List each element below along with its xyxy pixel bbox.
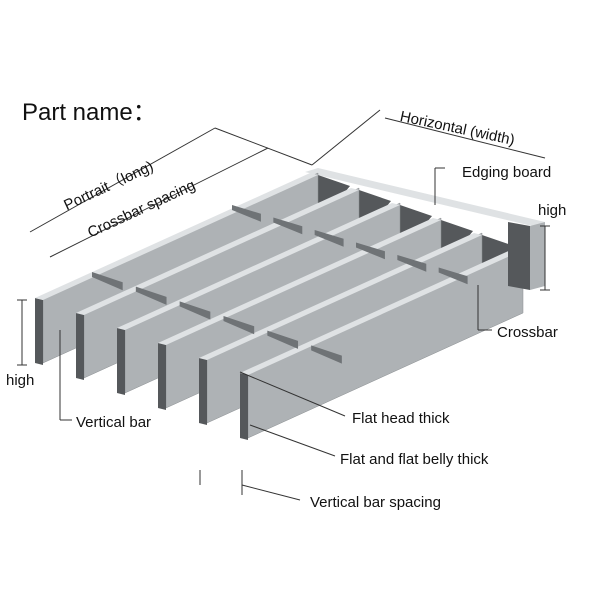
vertical-bar-end bbox=[158, 343, 166, 410]
crossbar-segment bbox=[438, 267, 468, 285]
label-edging-board: Edging board bbox=[462, 164, 552, 181]
crossbar-segment bbox=[232, 205, 261, 222]
horizontal-extension bbox=[311, 109, 381, 166]
edging-board-end bbox=[508, 222, 530, 290]
flat-belly-leader bbox=[249, 424, 336, 457]
label-flat-head-thick: Flat head thick bbox=[352, 410, 450, 427]
crossbar-segment bbox=[311, 345, 342, 364]
crossbar-segment bbox=[314, 230, 344, 247]
vertical-bar-end bbox=[76, 313, 84, 380]
vertical-bar-top bbox=[76, 188, 359, 315]
crossbar-spacing-line bbox=[49, 147, 269, 258]
vertical-bar-end bbox=[35, 298, 43, 365]
edging-board-side bbox=[530, 222, 545, 290]
crossbar-segment bbox=[273, 217, 303, 235]
crossbar-segment bbox=[397, 255, 427, 272]
vertical-bar-end bbox=[199, 358, 207, 425]
crossbar-segment bbox=[135, 286, 167, 305]
vertical-bar-end bbox=[240, 373, 248, 440]
label-high-right: high bbox=[538, 202, 567, 219]
vertical-bar-top bbox=[35, 173, 318, 300]
label-crossbar: Crossbar bbox=[497, 324, 558, 341]
spacing-leader bbox=[241, 484, 301, 501]
vertical-bar-top bbox=[240, 248, 523, 375]
crossbar-segment bbox=[223, 316, 255, 335]
flat-head-leader bbox=[239, 371, 346, 417]
label-vertical-bar-spacing: Vertical bar spacing bbox=[310, 494, 441, 511]
horizontal-dimension-line bbox=[384, 117, 546, 159]
crossbar-segment bbox=[92, 272, 123, 291]
crossbar-segment bbox=[179, 301, 211, 320]
label-high-left: high bbox=[6, 372, 35, 389]
diagram-title: Part name： bbox=[22, 99, 157, 126]
crossbar-segment bbox=[356, 242, 385, 260]
portrait-dimension-line bbox=[29, 127, 216, 233]
portrait-extension bbox=[214, 127, 313, 166]
crossbar-segment bbox=[267, 330, 299, 349]
label-flat-belly-thick: Flat and flat belly thick bbox=[340, 451, 489, 468]
vertical-bar-end bbox=[117, 328, 125, 395]
edging-board-top bbox=[305, 168, 545, 226]
label-vertical-bar: Vertical bar bbox=[76, 414, 152, 431]
